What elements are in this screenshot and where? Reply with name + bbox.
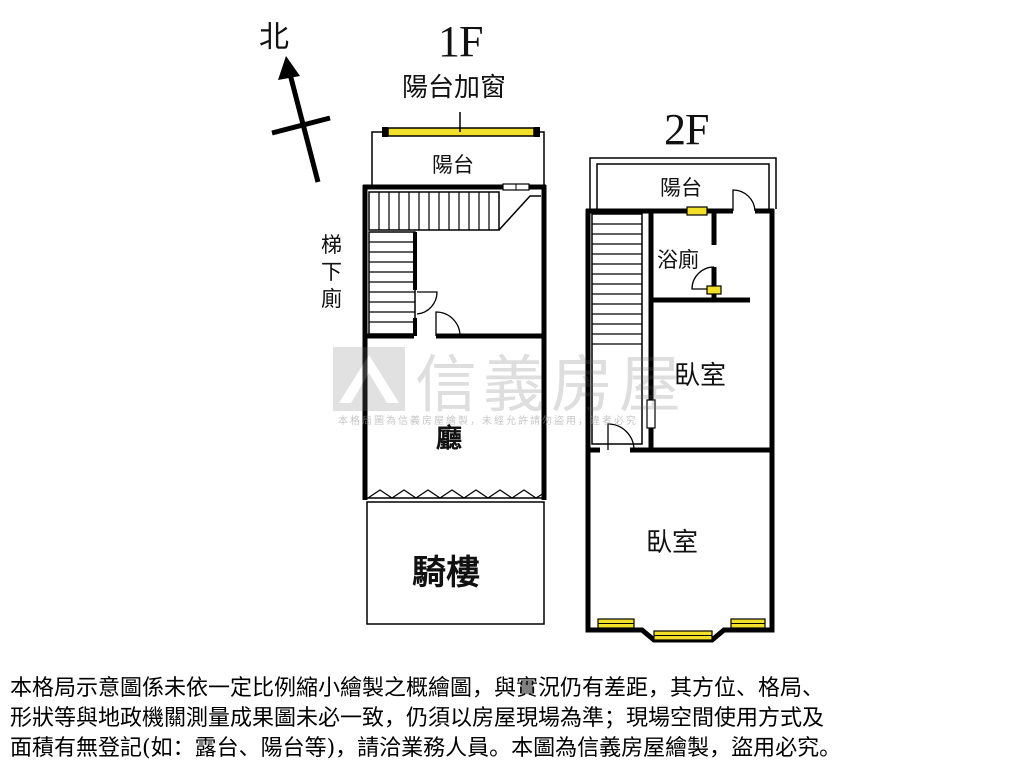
floor2-bedroom-lower-label: 臥室: [646, 528, 699, 558]
floor1-arcade-label: 騎樓: [412, 553, 480, 593]
floor1-living-label: 廳: [436, 424, 463, 454]
floor1-arcade-outline: [366, 501, 545, 625]
floor2-plan: [585, 157, 777, 643]
stair-toilet-char-3: 廁: [321, 287, 342, 311]
floor1-window-label: 陽台加窗: [402, 73, 507, 103]
floor2-title: 2F: [664, 105, 709, 154]
floor-plan-diagram: [271, 56, 777, 643]
floor2-balcony-label: 陽台: [660, 176, 702, 200]
floor1-balcony-label: 陽台: [432, 153, 474, 177]
stair-toilet-char-2: 下: [321, 260, 342, 284]
floor1-title: 1F: [438, 17, 483, 66]
floor2-bathroom-label: 浴廁: [657, 248, 699, 272]
north-arrow-icon: [271, 56, 331, 183]
watermark-brand: 信義房屋: [333, 334, 687, 424]
house-logo-icon: [333, 347, 405, 411]
disclaimer-line-3: 面積有無登記(如：露台、陽台等)，請洽業務人員。本圖為信義房屋繪製，盜用必究。: [10, 736, 842, 761]
floor1-plan: [362, 112, 547, 625]
floor2-bedroom-upper-label: 臥室: [674, 361, 727, 391]
floor1-balcony-window: [387, 127, 535, 137]
stair-toilet-char-1: 梯: [321, 233, 342, 257]
disclaimer-text: 本格局示意圖係未依一定比例縮小繪製之概繪圖，與實況仍有差距，其方位、格局、 形狀…: [10, 674, 1016, 764]
disclaimer-line-1: 本格局示意圖係未依一定比例縮小繪製之概繪圖，與實況仍有差距，其方位、格局、: [10, 676, 825, 701]
floor1-stair-toilet-label: 梯 下 廁: [321, 232, 342, 313]
watermark-notice: 本格局圖為信義房屋繪製，未經允許請勿盜用，違者必究: [338, 416, 638, 427]
north-label: 北: [259, 20, 289, 55]
watermark-brand-text: 信義房屋: [415, 348, 688, 421]
disclaimer-line-2: 形狀等與地政機關測量成果圖未必一致，仍須以房屋現場為準；現場空間使用方式及: [10, 706, 825, 731]
